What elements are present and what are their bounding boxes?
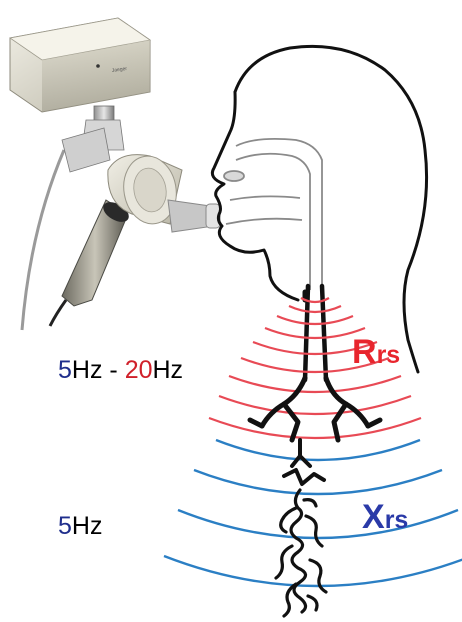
frequency-range-label: 5Hz - 20Hz: [58, 356, 183, 385]
reactance-waves: [164, 440, 462, 586]
reactance-wave-arc: [194, 470, 442, 494]
alveoli-icon: [276, 490, 326, 616]
nasal-oral-passages: [224, 139, 322, 290]
reactance-sub: rs: [385, 506, 409, 534]
resistance-wave-arc: [219, 396, 411, 414]
reactance-wave-arc: [216, 440, 420, 460]
range-high-digit: 20: [125, 356, 153, 384]
range-low-digit: 5: [58, 356, 72, 384]
resistance-label: Rrs: [352, 333, 400, 372]
reactance-main: X: [362, 498, 385, 536]
stand-pole: [22, 150, 64, 330]
range-high-unit: Hz: [153, 356, 184, 384]
resistance-wave-arc: [265, 328, 365, 338]
range-low-unit: Hz -: [72, 356, 125, 384]
reactance-label: Xrs: [362, 498, 408, 537]
airway-tree-icon: [250, 378, 380, 484]
resistance-wave-arc: [229, 376, 401, 392]
resistance-wave-arc: [289, 306, 341, 312]
resistance-wave-arc: [277, 316, 353, 324]
single-unit: Hz: [72, 512, 103, 540]
oscillometry-device-icon: Jaeger: [10, 18, 220, 330]
resistance-wave-arc: [209, 418, 421, 438]
low-frequency-label: 5Hz: [58, 512, 102, 541]
resistance-main: R: [352, 333, 377, 371]
resistance-sub: rs: [377, 341, 401, 369]
single-digit: 5: [58, 512, 72, 540]
reactance-wave-arc: [178, 510, 458, 538]
